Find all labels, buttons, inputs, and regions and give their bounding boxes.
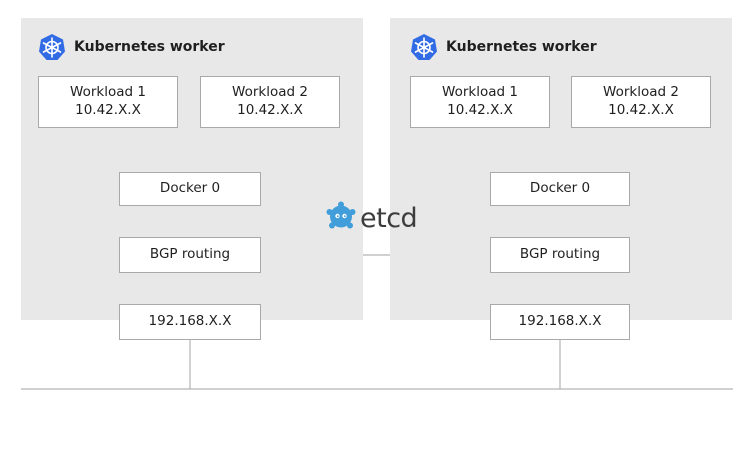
right-workload2-ip: 10.42.X.X xyxy=(608,102,674,118)
kubernetes-helm-icon xyxy=(410,33,438,61)
right-workload1-name: Workload 1 xyxy=(442,84,518,101)
left-docker-box: Docker 0 xyxy=(119,172,261,206)
right-worker-title: Kubernetes worker xyxy=(446,39,597,55)
left-workload2-ip: 10.42.X.X xyxy=(237,102,303,118)
right-docker-label: Docker 0 xyxy=(529,180,591,197)
left-host-ip-label: 192.168.X.X xyxy=(148,313,232,330)
etcd-icon xyxy=(325,200,357,236)
left-worker-header: Kubernetes worker xyxy=(38,33,225,61)
etcd-logo: etcd xyxy=(325,200,418,236)
kubernetes-helm-icon xyxy=(38,33,66,61)
etcd-label: etcd xyxy=(360,202,418,234)
left-docker-label: Docker 0 xyxy=(159,180,221,197)
right-bgp-box: BGP routing xyxy=(490,237,630,273)
right-workload2-box: Workload 2 10.42.X.X xyxy=(571,76,711,128)
right-docker-box: Docker 0 xyxy=(490,172,630,206)
left-worker-panel xyxy=(21,18,363,320)
right-host-ip-box: 192.168.X.X xyxy=(490,304,630,340)
left-workload1-box: Workload 1 10.42.X.X xyxy=(38,76,178,128)
left-bgp-box: BGP routing xyxy=(119,237,261,273)
right-worker-panel xyxy=(390,18,732,320)
right-workload1-box: Workload 1 10.42.X.X xyxy=(410,76,550,128)
right-worker-header: Kubernetes worker xyxy=(410,33,597,61)
left-bgp-label: BGP routing xyxy=(149,246,231,263)
left-host-ip-box: 192.168.X.X xyxy=(119,304,261,340)
right-bgp-label: BGP routing xyxy=(519,246,601,263)
left-workload1-name: Workload 1 xyxy=(70,84,146,101)
right-host-ip-label: 192.168.X.X xyxy=(518,313,602,330)
left-worker-title: Kubernetes worker xyxy=(74,39,225,55)
left-workload2-box: Workload 2 10.42.X.X xyxy=(200,76,340,128)
left-workload1-ip: 10.42.X.X xyxy=(75,102,141,118)
right-workload1-ip: 10.42.X.X xyxy=(447,102,513,118)
left-workload2-name: Workload 2 xyxy=(232,84,308,101)
right-workload2-name: Workload 2 xyxy=(603,84,679,101)
